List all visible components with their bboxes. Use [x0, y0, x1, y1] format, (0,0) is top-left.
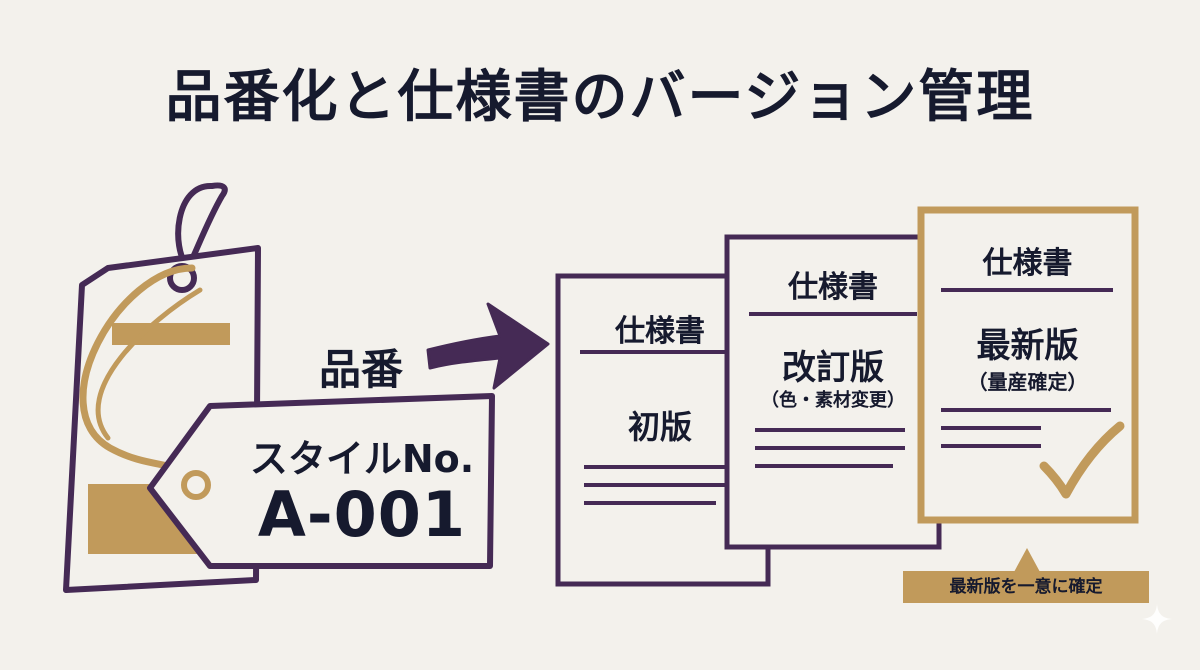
style-tag: [147, 393, 495, 569]
document-title: 仕様書: [615, 314, 705, 349]
latest-version-callout: 最新版を一意に確定: [903, 571, 1149, 603]
page-title: 品番化と仕様書のバージョン管理: [165, 65, 1035, 130]
document-version: 初版: [627, 408, 692, 446]
document-version: 改訂版: [782, 348, 884, 388]
document-note: （量産確定）: [967, 370, 1088, 394]
document-title: 仕様書: [788, 270, 878, 305]
document-latest: [917, 206, 1139, 524]
sparkle-icon: [1142, 604, 1172, 634]
arrow-right-icon: [426, 302, 550, 390]
callout-pointer: [1014, 548, 1040, 572]
document-title: 仕様書: [982, 246, 1073, 281]
style-no-label: スタイルNo.: [249, 437, 475, 481]
style-code: A-001: [257, 478, 467, 551]
hinban-label: 品番: [318, 345, 403, 394]
document-note: （色・素材変更）: [761, 390, 905, 411]
checkmark-icon: [1039, 421, 1125, 499]
document-version: 最新版: [976, 326, 1079, 366]
